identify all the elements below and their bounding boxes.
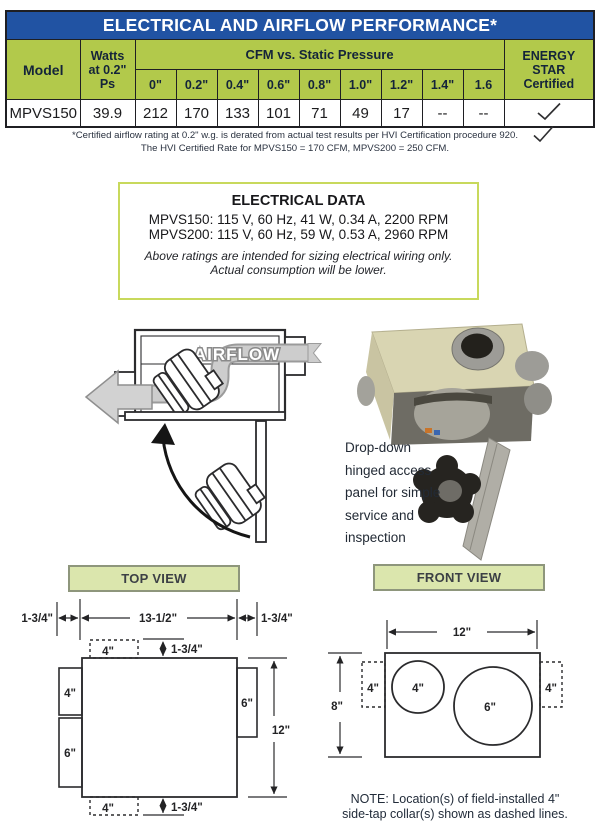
caption-line: service and [345, 507, 415, 523]
dim-right-tap: 4" [545, 683, 557, 695]
electrical-spec-line: MPVS200: 115 V, 60 Hz, 59 W, 0.53 A, 296… [148, 227, 449, 242]
dim-body-depth: 12" [272, 725, 290, 737]
column-header-energy-star: ENERGY STAR Certified [503, 39, 595, 100]
electrical-note-line: Above ratings are intended for sizing el… [144, 249, 453, 263]
performance-table: ELECTRICAL AND AIRFLOW PERFORMANCE* Mode… [5, 10, 596, 128]
electrical-spec-line: MPVS150: 115 V, 60 Hz, 41 W, 0.34 A, 220… [148, 212, 449, 227]
dim-left-tap: 4" [367, 683, 379, 695]
exhaust-arrow [84, 369, 153, 425]
pressure-header: 0.8" [298, 69, 341, 100]
checkmark-icon [537, 102, 561, 120]
dim-front-height: 8" [331, 701, 343, 713]
pressure-header: 0" [134, 69, 177, 100]
dim-left-lower-duct: 6" [64, 748, 76, 760]
dim-left-upper-duct: 4" [64, 688, 76, 700]
table-row: MPVS150 39.9 212 170 133 101 71 49 17 --… [5, 99, 595, 128]
cfm-cell: -- [462, 99, 505, 128]
panel-blower [413, 455, 481, 523]
table-footnote: *Certified airflow rating at 0.2" w.g. i… [30, 129, 560, 155]
cfm-cell: 101 [257, 99, 300, 128]
pressure-header: 0.2" [175, 69, 218, 100]
bottom-tap-dashed [89, 796, 139, 816]
left-lower-duct [58, 717, 83, 788]
left-upper-duct [58, 667, 83, 716]
pressure-header: 1.6 [462, 69, 505, 100]
right-tap-dashed [539, 661, 563, 708]
column-group-cfm: CFM vs. Static Pressure [134, 39, 505, 70]
caption-line: hinged access [345, 462, 432, 478]
unit-body-front [384, 652, 541, 758]
cfm-cell: -- [421, 99, 464, 128]
top-tap-dashed [89, 639, 139, 659]
front-view-drawing: 12" 8" 4" 4" 4" 6" [328, 620, 563, 758]
electrical-data-box: ELECTRICAL DATA MPVS150: 115 V, 60 Hz, 4… [118, 182, 479, 300]
footnote-line: *Certified airflow rating at 0.2" w.g. i… [72, 130, 518, 141]
electrical-data-title: ELECTRICAL DATA [231, 193, 366, 209]
front-view-label: FRONT VIEW [373, 564, 545, 591]
dim-right-duct: 6" [241, 698, 253, 710]
right-duct [236, 667, 258, 738]
cfm-cell: 17 [380, 99, 423, 128]
swing-arc [161, 437, 251, 539]
cfm-cell: 212 [134, 99, 177, 128]
large-collar-circle [453, 666, 533, 746]
dim-body-width: 13-1/2" [139, 613, 177, 625]
pressure-header: 1.2" [380, 69, 423, 100]
caption-line: Drop-down [345, 440, 412, 455]
dim-top-tap: 4" [102, 646, 114, 658]
energy-star-cell [503, 99, 595, 128]
cfm-cell: 49 [339, 99, 382, 128]
dim-large-collar: 6" [484, 702, 496, 714]
airflow-diagram: AIRFLOW [84, 328, 323, 543]
cfm-cell: 133 [216, 99, 259, 128]
right-collar [524, 383, 552, 415]
dim-small-collar: 4" [412, 683, 424, 695]
dim-bottom-offset: 1-3/4" [171, 802, 203, 814]
watts-cell: 39.9 [79, 99, 136, 128]
dim-right-margin: 1-3/4" [261, 613, 293, 625]
left-tap-dashed [361, 661, 386, 708]
pressure-header: 0.6" [257, 69, 300, 100]
unit-photo [357, 323, 552, 561]
note-line: side-tap collar(s) shown as dashed lines… [342, 806, 568, 821]
drop-down-door [255, 420, 267, 543]
dim-top-offset: 1-3/4" [171, 644, 203, 656]
pressure-header: 1.0" [339, 69, 382, 100]
cfm-cell: 71 [298, 99, 341, 128]
footnote-line: The HVI Certified Rate for MPVS150 = 170… [140, 143, 450, 154]
unit-body-top [81, 657, 238, 798]
note-line: NOTE: Location(s) of field-installed 4" [350, 792, 560, 806]
top-view-label: TOP VIEW [68, 565, 240, 592]
photo-caption: Drop-down hinged access panel for simple… [345, 437, 465, 550]
side-tap-note: NOTE: Location(s) of field-installed 4" … [310, 792, 600, 821]
top-view-drawing: 1-3/4" 13-1/2" 1-3/4" 1-3/4" 4" 4" 6" 6"… [21, 599, 293, 816]
right-collar [515, 351, 549, 381]
left-collar [357, 376, 375, 406]
dim-bottom-tap: 4" [102, 803, 114, 815]
dim-front-width: 12" [453, 627, 471, 639]
checkmark-icon [533, 125, 554, 143]
dim-left-margin: 1-3/4" [21, 613, 53, 625]
caption-line: inspection [345, 530, 406, 545]
electrical-note-line: Actual consumption will be lower. [210, 262, 387, 277]
pressure-header: 1.4" [421, 69, 464, 100]
caption-line: panel for simple [345, 485, 441, 500]
cfm-cell: 170 [175, 99, 218, 128]
small-collar-circle [391, 660, 445, 714]
pressure-header: 0.4" [216, 69, 259, 100]
arc-arrowhead-icon [151, 423, 175, 445]
airflow-label: AIRFLOW [194, 345, 280, 364]
